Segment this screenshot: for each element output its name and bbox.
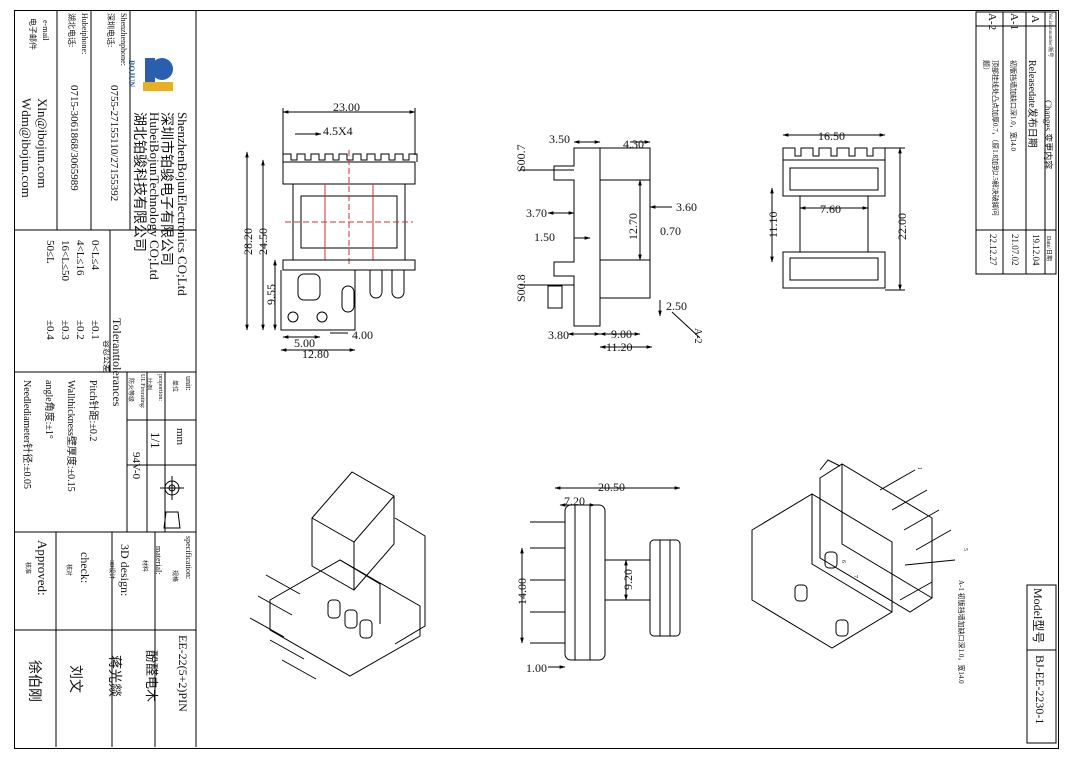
dim-3-80: 3.80 — [548, 328, 569, 342]
dim-3-70: 3.70 — [526, 206, 547, 220]
dim-5-00: 5.00 — [294, 336, 315, 350]
dim-7-60: 7.60 — [820, 202, 841, 216]
drawing-border — [14, 10, 1059, 749]
dim-4-30: 4.30 — [623, 137, 644, 151]
dim-9-55: 9.55 — [264, 284, 278, 305]
dim-9-20: 9.20 — [621, 569, 635, 590]
dim-s00-8: S00.8 — [514, 274, 528, 302]
dim-12-80: 12.80 — [302, 347, 329, 361]
pin-label-1: 1 — [916, 467, 922, 470]
pin-label-6: 6 — [840, 560, 846, 563]
dim-s00-7: S00.7 — [514, 144, 528, 172]
dim-9-00: 9.00 — [611, 327, 632, 341]
side-view — [520, 140, 701, 349]
dim-24-50: 24.50 — [256, 228, 270, 255]
note-a1: A-1 初版挡墙加缺口深1.0，宽14.0 — [957, 580, 965, 684]
dim-7-20: 7.20 — [564, 494, 585, 508]
dim-0-70: 0.70 — [660, 224, 681, 238]
bottom-view — [520, 486, 681, 669]
dim-11-20: 11.20 — [606, 340, 633, 354]
dim-4-5x4: 4.5X4 — [323, 124, 353, 138]
dim-1-50: 1.50 — [534, 230, 555, 244]
pin-label-7: 7 — [852, 575, 858, 578]
dim-28-20: 28.20 — [241, 228, 255, 255]
dim-22-00: 22.00 — [895, 213, 909, 240]
bojun-logo — [143, 55, 173, 91]
dim-20-50: 20.50 — [598, 480, 625, 494]
dim-16-50: 16.50 — [818, 129, 845, 143]
dim-23-00: 23.00 — [333, 100, 360, 114]
isometric-view-right — [751, 459, 952, 649]
front-view — [280, 150, 418, 331]
top-view — [770, 133, 905, 291]
pin-label-5: 5 — [962, 548, 968, 551]
dim-a-2: A-2 — [692, 328, 703, 344]
dim-2-50: 2.50 — [666, 299, 687, 313]
dim-1-00: 1.00 — [526, 661, 547, 675]
dim-14-00: 14.00 — [515, 578, 529, 605]
dim-3-50: 3.50 — [549, 132, 570, 146]
dim-12-70: 12.70 — [626, 213, 640, 240]
dim-11-10: 11.10 — [766, 211, 780, 238]
dim-4-00: 4.00 — [352, 328, 373, 342]
isometric-view-left — [249, 471, 426, 680]
projection-symbol — [160, 476, 184, 529]
dim-3-60: 3.60 — [676, 200, 697, 214]
